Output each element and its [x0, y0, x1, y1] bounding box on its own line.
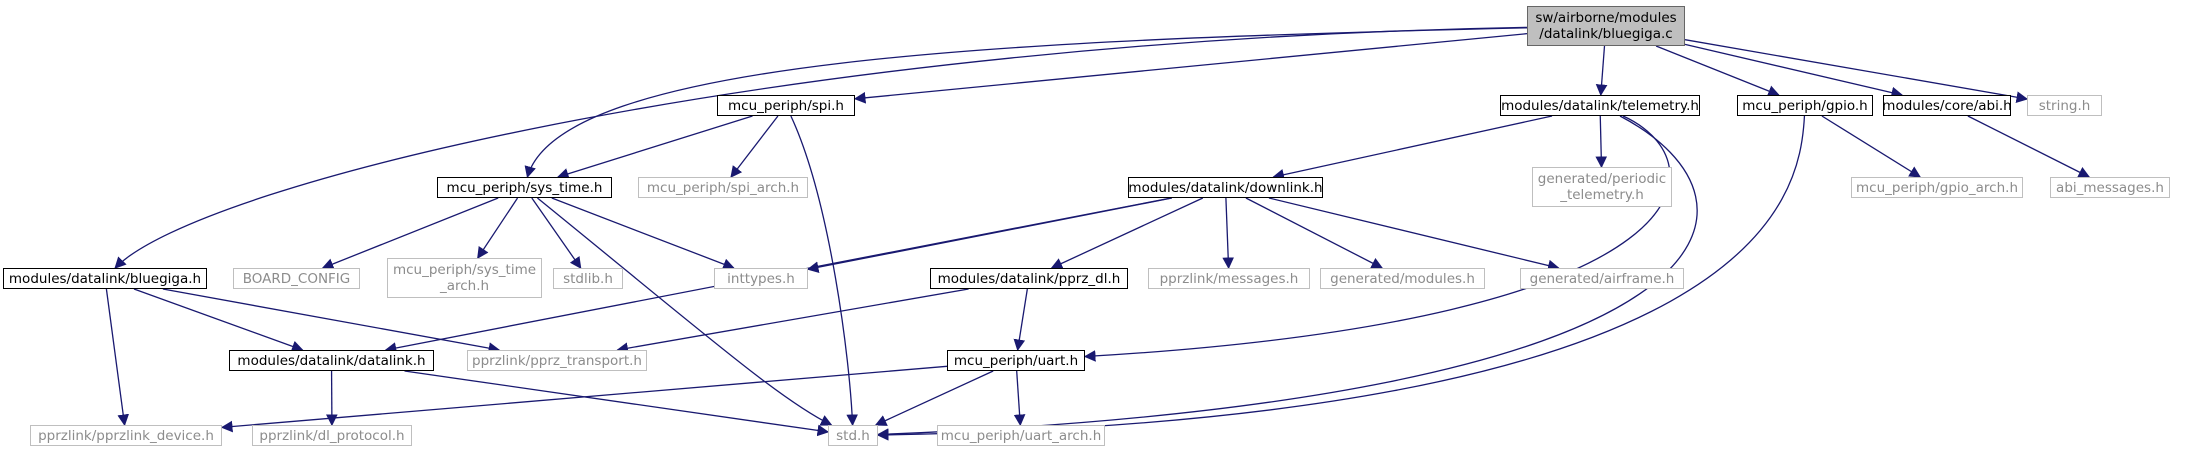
node-bluegiga-h[interactable]: modules/datalink/bluegiga.h: [3, 268, 207, 289]
edge-pprz-dl-h-to-pprz-transport-h: [616, 288, 969, 354]
node-gpio-h[interactable]: mcu_periph/gpio.h: [1737, 95, 1873, 116]
edge-spi-h-to-std-h: [790, 115, 859, 427]
edge-spi-h-to-sys-time-h: [556, 115, 753, 180]
edge-bluegiga-c-to-telemetry-h: [1595, 45, 1608, 97]
node-messages-h: pprzlink/messages.h: [1148, 268, 1310, 289]
edge-sys-time-h-to-board-config: [321, 197, 499, 270]
node-dl-protocol-h: pprzlink/dl_protocol.h: [252, 425, 412, 446]
node-abi-messages-h: abi_messages.h: [2050, 177, 2170, 198]
edge-gpio-h-to-std-h: [876, 115, 1806, 441]
edge-downlink-h-to-modules-h: [1245, 197, 1384, 269]
edge-uart-h-to-uart-arch-h: [1013, 370, 1026, 427]
node-datalink-h[interactable]: modules/datalink/datalink.h: [229, 350, 434, 371]
edge-sys-time-h-to-sys-time-arch-h: [477, 197, 519, 259]
node-pprz-dl-h[interactable]: modules/datalink/pprz_dl.h: [930, 268, 1128, 289]
edge-spi-h-to-spi-arch-h: [730, 115, 779, 178]
edge-bluegiga-h-to-datalink-h: [133, 288, 304, 352]
node-spi-h[interactable]: mcu_periph/spi.h: [717, 95, 855, 116]
edge-sys-time-h-to-stdlib-h: [531, 197, 582, 269]
edge-telemetry-h-to-periodic-telemetry-h: [1595, 115, 1608, 169]
edge-telemetry-h-to-uart-h: [1083, 115, 1671, 362]
node-spi-arch-h: mcu_periph/spi_arch.h: [638, 177, 808, 198]
node-uart-h[interactable]: mcu_periph/uart.h: [947, 350, 1085, 371]
node-string-h: string.h: [2027, 95, 2102, 116]
edge-bluegiga-c-to-string-h: [1684, 39, 2029, 103]
node-board-config: BOARD_CONFIG: [233, 268, 360, 289]
edge-datalink-h-to-std-h: [404, 370, 830, 437]
edge-uart-h-to-std-h: [874, 370, 994, 426]
node-periodic-telemetry-h: generated/periodic _telemetry.h: [1532, 167, 1672, 207]
edge-bluegiga-h-to-pprzlink-device-h: [105, 288, 129, 427]
node-gpio-arch-h: mcu_periph/gpio_arch.h: [1851, 177, 2023, 198]
edge-bluegiga-c-to-gpio-h: [1655, 45, 1780, 97]
node-modules-h: generated/modules.h: [1320, 268, 1485, 289]
node-std-h: std.h: [828, 425, 878, 446]
edge-bluegiga-h-to-pprz-transport-h: [162, 288, 501, 354]
node-pprzlink-device-h: pprzlink/pprzlink_device.h: [30, 425, 222, 446]
edge-downlink-h-to-messages-h: [1222, 197, 1235, 270]
node-inttypes-h: inttypes.h: [714, 268, 808, 289]
node-telemetry-h[interactable]: modules/datalink/telemetry.h: [1500, 95, 1700, 116]
edge-bluegiga-c-to-abi-h: [1684, 43, 1904, 99]
edge-pprz-dl-h-to-uart-h: [1013, 288, 1028, 352]
node-uart-arch-h: mcu_periph/uart_arch.h: [937, 425, 1105, 446]
node-sys-time-arch-h: mcu_periph/sys_time _arch.h: [387, 258, 542, 298]
node-pprz-transport-h: pprzlink/pprz_transport.h: [467, 350, 647, 371]
node-sys-time-h[interactable]: mcu_periph/sys_time.h: [437, 177, 612, 198]
edge-sys-time-h-to-inttypes-h: [551, 197, 735, 270]
edge-bluegiga-c-to-sys-time-h: [524, 27, 1528, 179]
node-downlink-h[interactable]: modules/datalink/downlink.h: [1128, 177, 1323, 198]
edge-bluegiga-c-to-spi-h: [853, 33, 1528, 104]
edge-uart-h-to-pprzlink-device-h: [220, 365, 948, 433]
node-abi-h[interactable]: modules/core/abi.h: [1882, 95, 2012, 116]
edge-bluegiga-c-to-bluegiga-h: [114, 26, 1528, 269]
edge-telemetry-h-to-std-h: [876, 115, 1698, 440]
node-airframe-h: generated/airframe.h: [1520, 268, 1684, 289]
node-bluegiga-c: sw/airborne/modules /datalink/bluegiga.c: [1527, 6, 1685, 46]
edge-telemetry-h-to-downlink-h: [1272, 115, 1553, 181]
edge-abi-h-to-abi-messages-h: [1967, 115, 2091, 178]
edge-downlink-h-to-pprz-dl-h: [1050, 197, 1204, 269]
edge-gpio-h-to-gpio-arch-h: [1821, 115, 1922, 178]
edge-downlink-h-to-airframe-h: [1268, 197, 1560, 272]
edge-sys-time-h-to-std-h: [537, 197, 833, 426]
node-stdlib-h: stdlib.h: [553, 268, 623, 289]
